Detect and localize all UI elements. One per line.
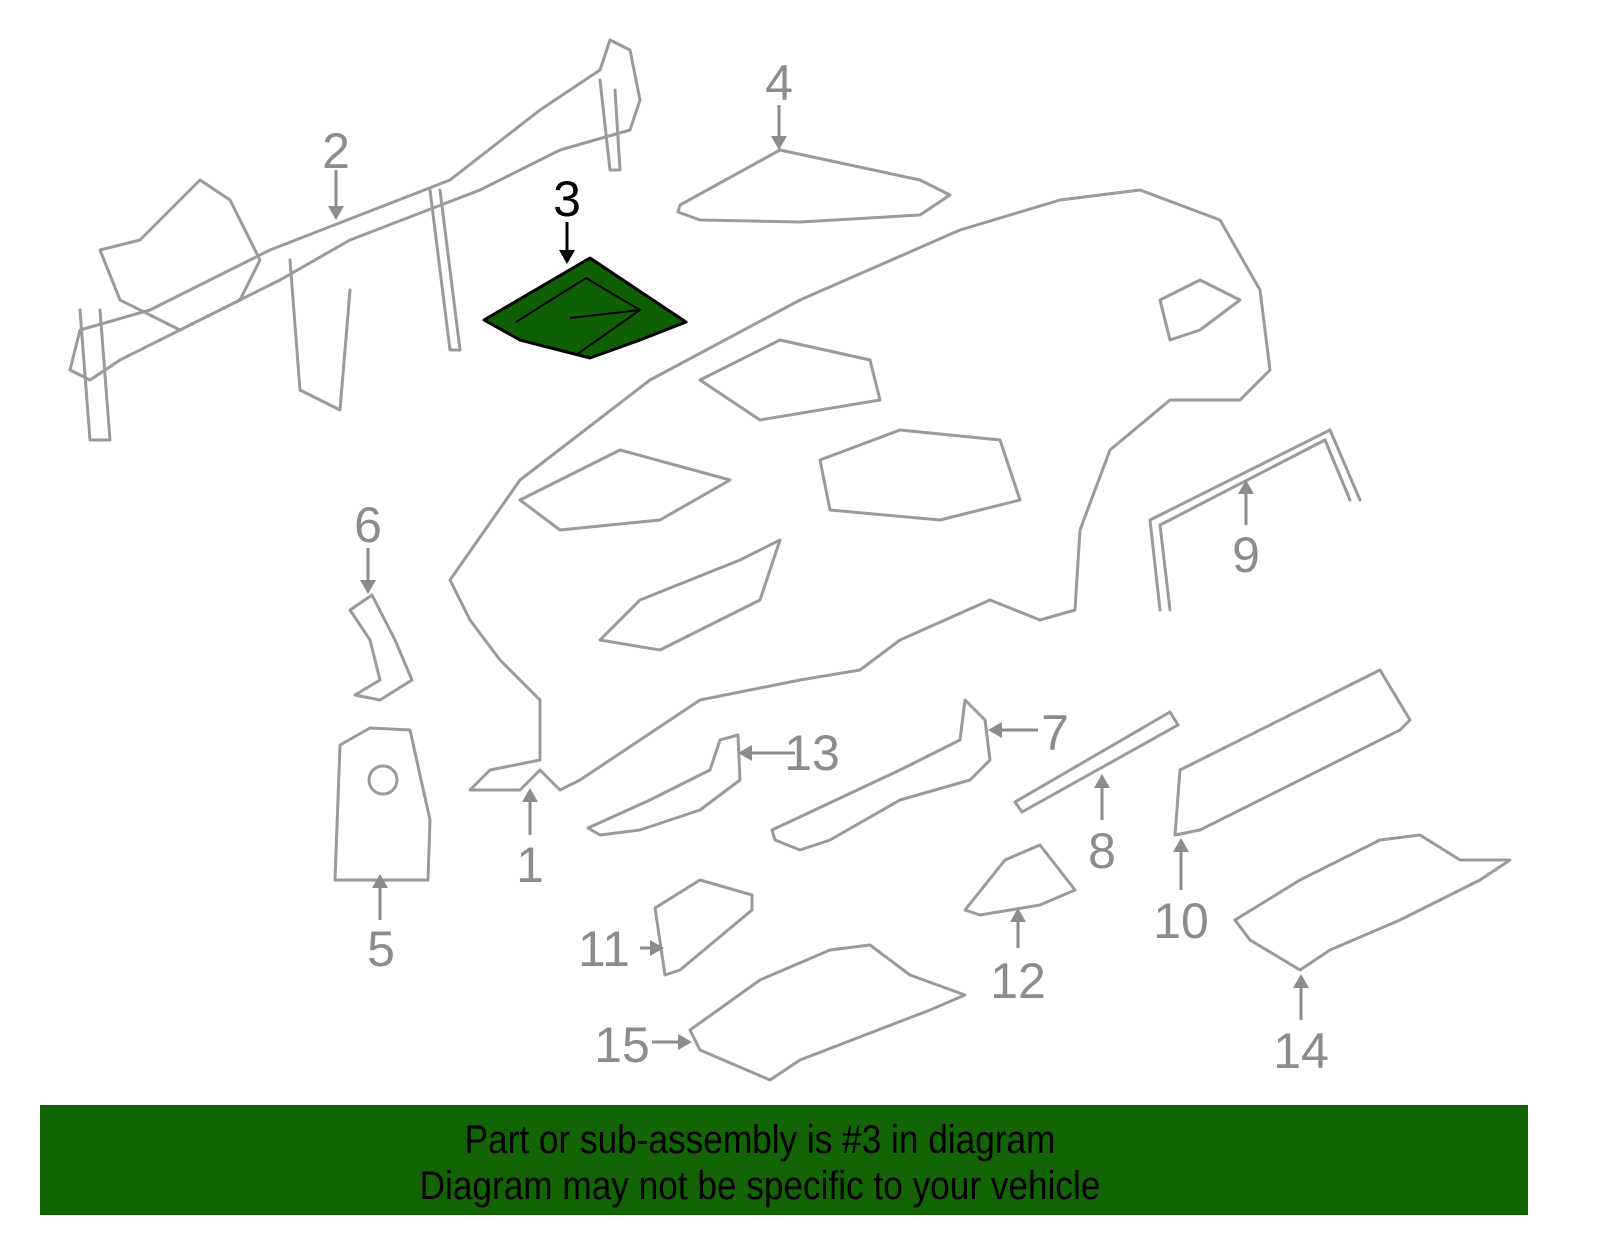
callout-9: 9 xyxy=(1232,527,1260,583)
callout-4: 4 xyxy=(765,55,793,111)
part-12-trim[interactable] xyxy=(963,843,1077,917)
part-1-instrument-panel[interactable] xyxy=(448,188,1272,792)
part-3-highlighted[interactable] xyxy=(482,256,688,360)
callout-6: 6 xyxy=(354,497,382,553)
callout-arrows xyxy=(328,105,1309,1050)
part-7-trim[interactable] xyxy=(770,698,992,852)
part-15-console-panel[interactable] xyxy=(688,943,967,1082)
callout-13: 13 xyxy=(784,725,840,781)
callout-2: 2 xyxy=(322,123,350,179)
part-2-crossbeam[interactable] xyxy=(68,38,642,442)
part-4-top-cover[interactable] xyxy=(676,148,952,224)
callout-14: 14 xyxy=(1273,1023,1329,1079)
banner-line-1: Part or sub-assembly is #3 in diagram xyxy=(464,1118,1056,1162)
callout-15: 15 xyxy=(594,1017,650,1073)
part-11-bracket[interactable] xyxy=(653,878,754,977)
part-14-lower-panel[interactable] xyxy=(1233,833,1512,972)
callout-12: 12 xyxy=(990,953,1046,1009)
callout-11: 11 xyxy=(578,921,630,977)
callout-8: 8 xyxy=(1088,823,1116,879)
part-5-side-cover[interactable] xyxy=(333,726,432,882)
callout-3: 3 xyxy=(553,171,581,227)
part-13-trim[interactable] xyxy=(586,733,742,837)
parts-diagram: 1 2 3 4 5 6 7 8 9 10 11 12 13 14 15 xyxy=(68,38,1512,1082)
callout-5: 5 xyxy=(367,921,395,977)
part-10-dash-trim[interactable] xyxy=(1173,668,1412,837)
info-banner: Part or sub-assembly is #3 in diagram Di… xyxy=(40,1105,1528,1215)
part-9-trim-strip[interactable] xyxy=(1148,428,1362,612)
part-8-trim-strip[interactable] xyxy=(1013,710,1180,814)
banner-line-2: Diagram may not be specific to your vehi… xyxy=(419,1164,1101,1208)
callout-10: 10 xyxy=(1153,893,1209,949)
part-6-trim[interactable] xyxy=(348,593,414,702)
callout-1: 1 xyxy=(516,837,544,893)
callout-7: 7 xyxy=(1041,705,1069,761)
